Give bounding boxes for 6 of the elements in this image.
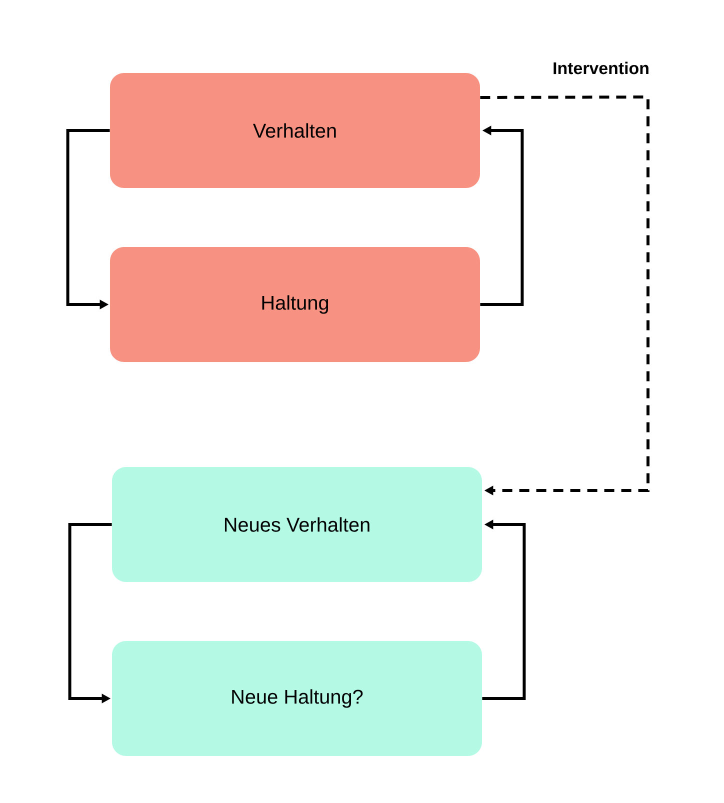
process-box: Neue Haltung? bbox=[112, 641, 482, 756]
arrow bbox=[480, 96, 650, 496]
edge-label: Intervention bbox=[554, 62, 648, 74]
process-box: Neues Verhalten bbox=[112, 467, 482, 582]
process-box: Haltung bbox=[110, 247, 480, 362]
process-box: Verhalten bbox=[110, 73, 480, 188]
